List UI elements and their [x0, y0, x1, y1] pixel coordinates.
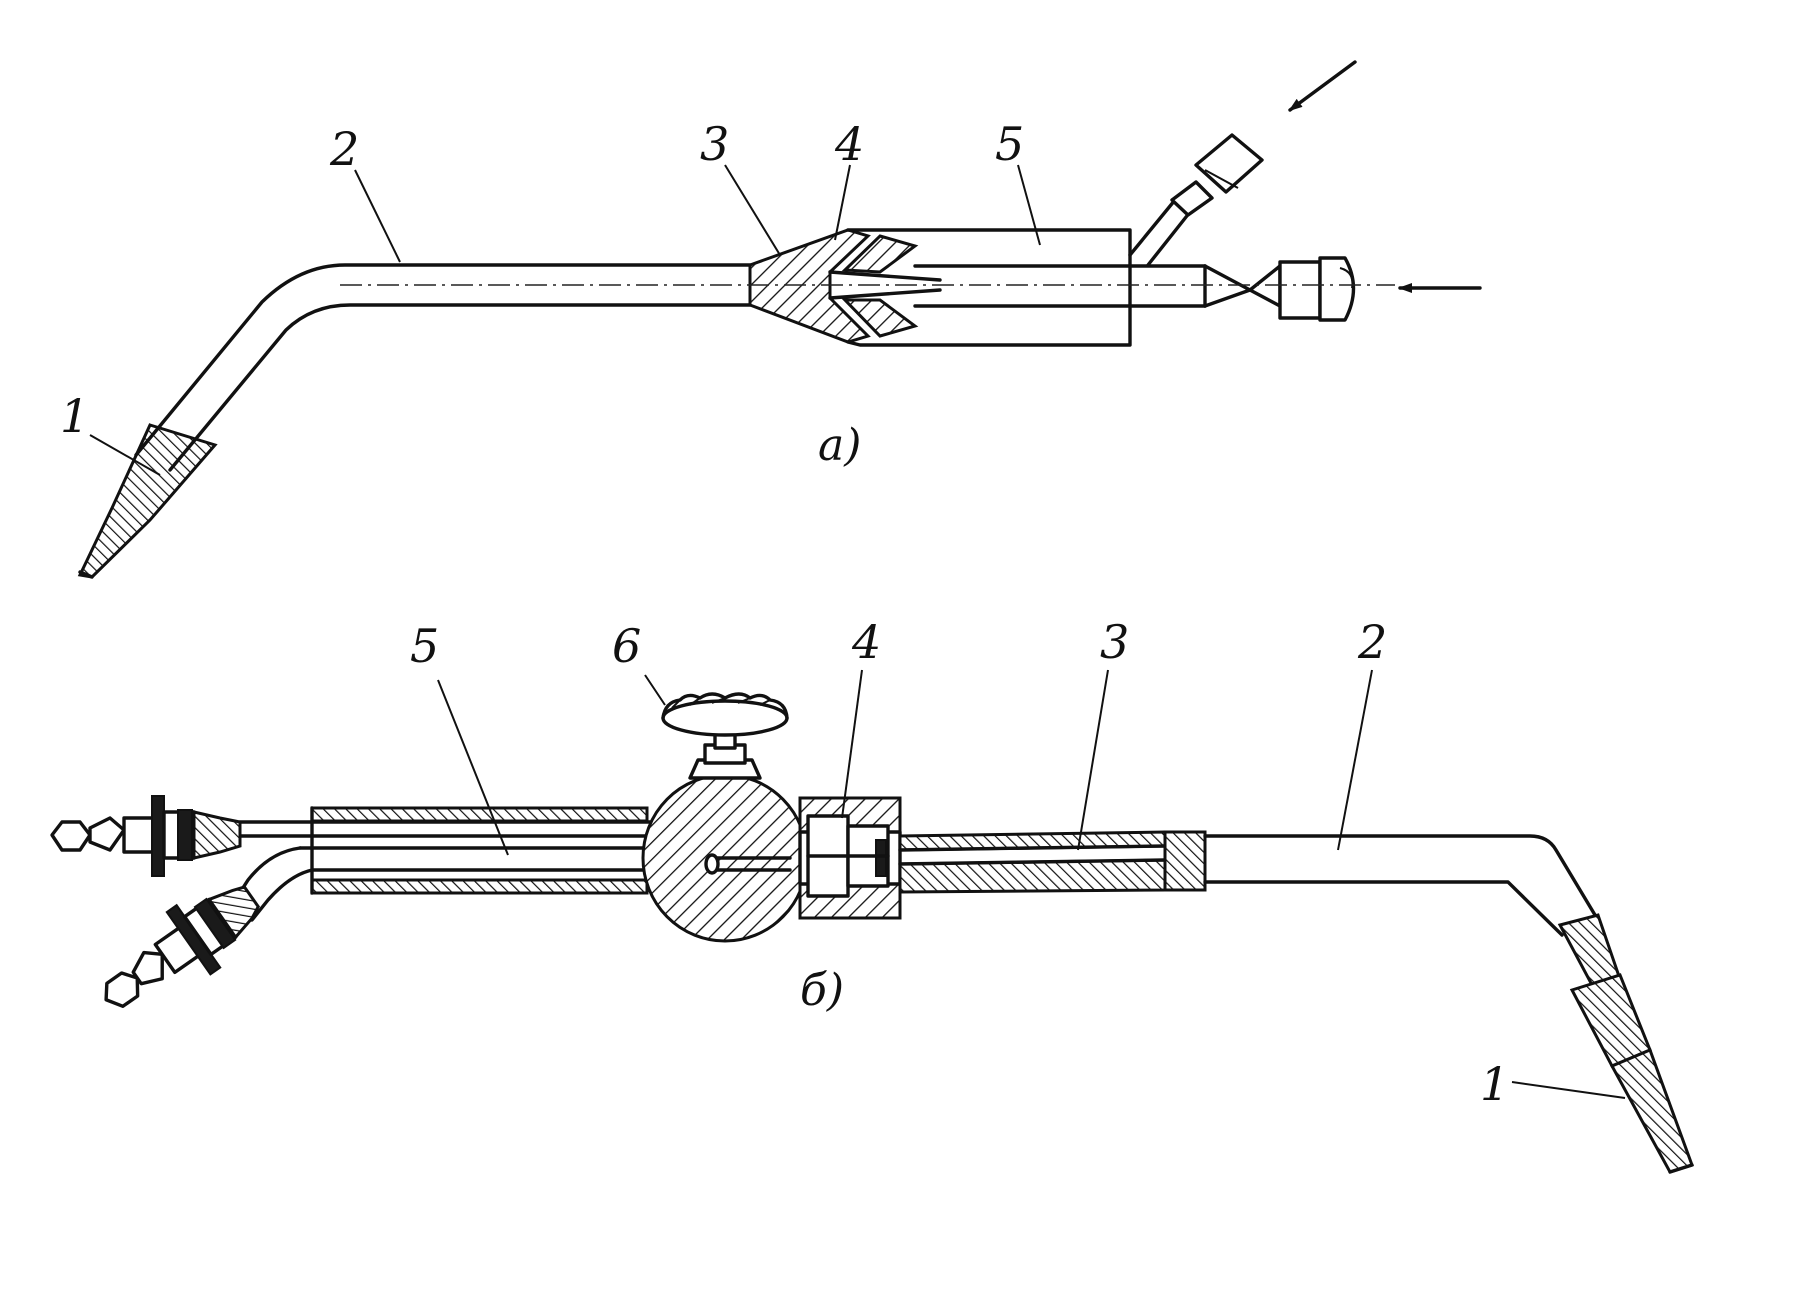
label-2-a: 2	[329, 122, 359, 176]
leader-1-a	[89, 434, 161, 476]
fuel-flow-arrow-a	[1288, 60, 1357, 112]
caption-b: б)	[800, 965, 844, 1016]
label-5-b: 5	[410, 619, 439, 673]
label-1-a: 1	[60, 389, 89, 443]
leader-1-b	[1511, 1081, 1626, 1099]
tube-b	[1203, 834, 1600, 937]
label-3-a: 3	[700, 117, 729, 171]
leader-3-a	[724, 164, 781, 256]
leader-2-a	[354, 169, 401, 263]
leader-4-b	[841, 669, 863, 819]
label-4-a: 4	[834, 117, 864, 171]
subfigure-b: 5 6 4 3 2 1 б)	[50, 615, 1694, 1174]
nozzle-tip-a	[77, 423, 218, 579]
oxygen-fitting-b	[50, 795, 242, 877]
leader-3-b	[1077, 669, 1109, 851]
label-1-b: 1	[1480, 1057, 1509, 1111]
handle-body-b	[230, 806, 652, 922]
label-5-a: 5	[995, 117, 1024, 171]
leader-4-a	[834, 164, 851, 241]
leader-5-a	[1017, 164, 1041, 246]
injector-nut-b	[798, 796, 902, 920]
label-6-b: 6	[612, 619, 641, 673]
tube-a	[134, 263, 752, 472]
mixing-chamber-b	[898, 830, 1207, 894]
fuel-fitting-b	[104, 885, 260, 1008]
leader-2-b	[1337, 669, 1373, 851]
leader-6-b	[644, 674, 666, 706]
label-4-b: 4	[851, 615, 881, 669]
label-3-b: 3	[1100, 615, 1129, 669]
oxygen-inlet-a	[1203, 256, 1356, 322]
valve-knob-b	[661, 692, 789, 780]
leader-5-b	[437, 679, 509, 856]
nozzle-tip-b	[1557, 913, 1694, 1174]
label-2-b: 2	[1357, 615, 1387, 669]
mixer-injector-a	[748, 228, 942, 344]
subfigure-a: 1 2 3 4 5 а)	[60, 60, 1482, 579]
caption-a: а)	[818, 420, 861, 471]
fuel-inlet-a	[1128, 133, 1264, 267]
valve-body-b	[641, 773, 809, 943]
